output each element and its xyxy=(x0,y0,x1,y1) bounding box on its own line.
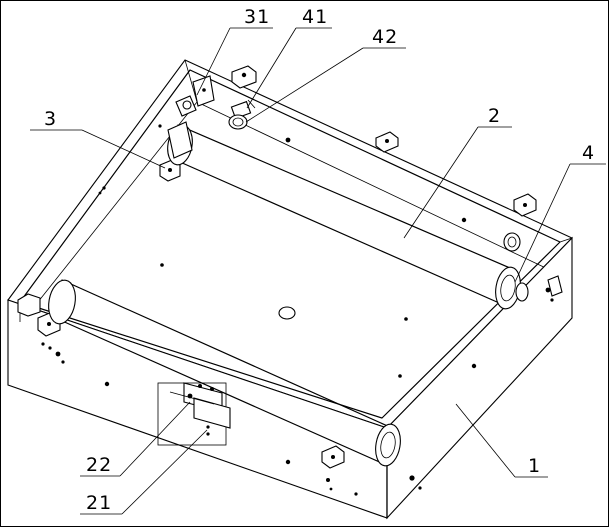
drive-21-22 xyxy=(157,382,231,446)
roller-front xyxy=(17,279,401,467)
bracket-31 xyxy=(167,75,215,159)
label-2: 2 xyxy=(488,105,501,127)
label-41: 41 xyxy=(302,6,328,28)
label-31: 31 xyxy=(244,6,270,28)
roller-end-4 xyxy=(503,232,563,297)
leader-lines xyxy=(30,27,606,515)
label-3: 3 xyxy=(44,108,57,130)
label-4: 4 xyxy=(582,142,595,164)
holes xyxy=(41,124,554,496)
label-42: 42 xyxy=(372,26,398,48)
label-22: 22 xyxy=(86,454,112,476)
tray-body xyxy=(7,59,573,520)
label-21: 21 xyxy=(86,492,112,514)
tensioner-41-42 xyxy=(228,99,256,130)
label-1: 1 xyxy=(528,455,541,477)
